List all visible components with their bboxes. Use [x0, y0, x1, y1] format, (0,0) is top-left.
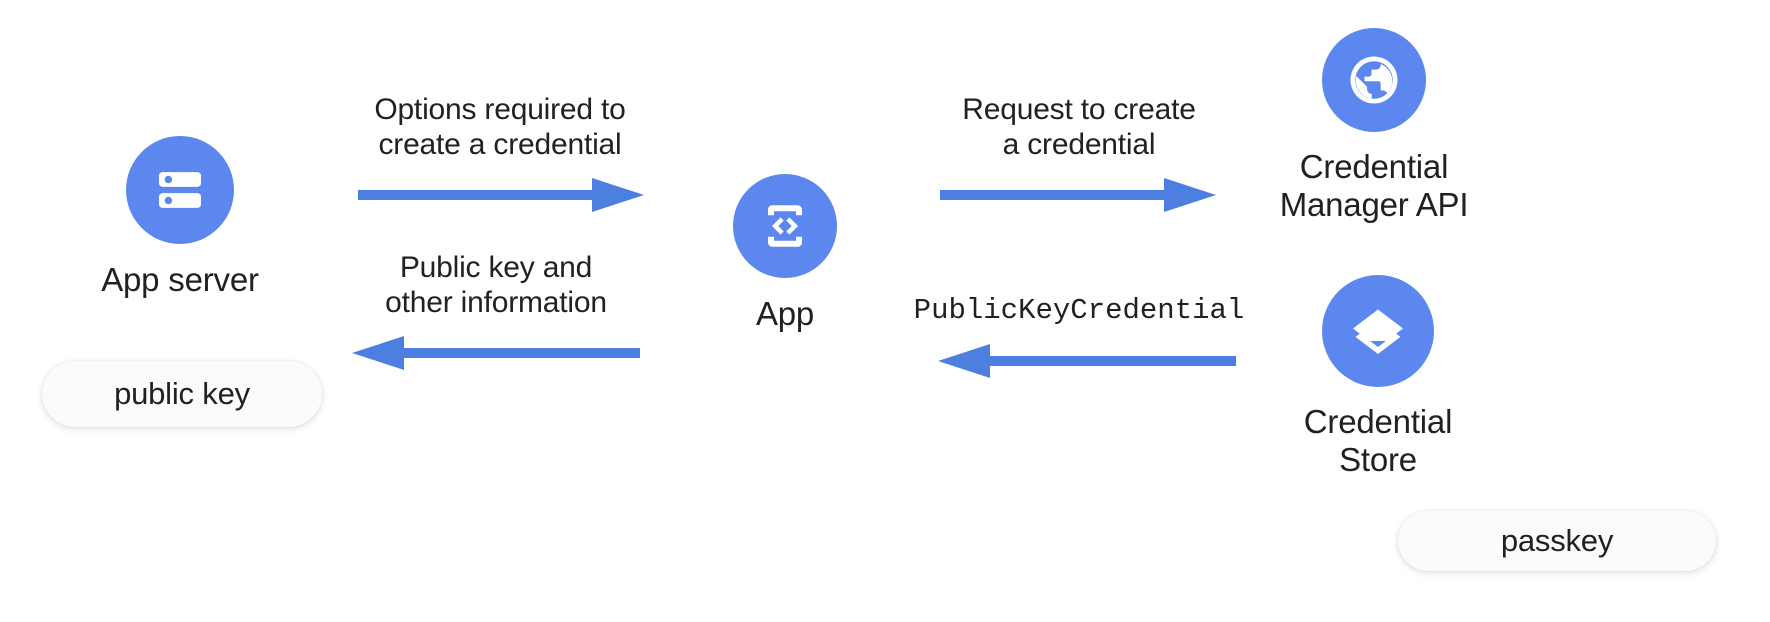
globe-public-icon — [1322, 28, 1426, 132]
passkey-pill: passkey — [1398, 511, 1716, 571]
arrow-left-public-key-and-other-information — [352, 336, 640, 371]
public-key-pill-label: public key — [114, 376, 250, 411]
passkey-pill-label: passkey — [1500, 523, 1614, 558]
node-credential-manager-api-label: Credential Manager API — [1279, 148, 1469, 224]
server-icon — [126, 136, 234, 244]
arrow-right-request-to-create-a-credential — [940, 178, 1216, 213]
layers-stack-icon-glyph — [1353, 309, 1403, 356]
flow-public-key-and-other-information: Public key and other information — [348, 250, 644, 374]
globe-public-icon-glyph — [1350, 56, 1398, 104]
node-app-label: App — [755, 295, 815, 332]
flow-public-key-credential: PublicKeyCredential — [914, 294, 1244, 382]
app-code-device-icon — [733, 174, 837, 278]
node-credential-store-label: Credential Store — [1303, 403, 1453, 479]
flow-request-to-create-a-credential-label: Request to create a credential — [962, 93, 1196, 162]
node-app: App — [700, 174, 870, 333]
node-app-server: App server — [100, 136, 260, 299]
layers-stack-icon — [1322, 275, 1434, 387]
flow-options-required: Options required to create a credential — [352, 92, 648, 216]
server-icon-glyph — [158, 172, 202, 208]
arrow-right-options-required — [358, 178, 644, 213]
public-key-pill: public key — [42, 361, 322, 427]
flow-public-key-credential-label: PublicKeyCredential — [913, 294, 1245, 327]
app-code-device-icon-glyph — [767, 205, 803, 247]
flow-request-to-create-a-credential: Request to create a credential — [938, 92, 1220, 216]
flow-public-key-and-other-information-label: Public key and other information — [385, 251, 607, 320]
arrow-left-public-key-credential — [938, 343, 1236, 378]
flow-options-required-label: Options required to create a credential — [374, 93, 626, 162]
node-credential-manager-api: Credential Manager API — [1264, 28, 1484, 225]
node-credential-store: Credential Store — [1268, 275, 1488, 480]
node-app-server-label: App server — [101, 261, 259, 298]
